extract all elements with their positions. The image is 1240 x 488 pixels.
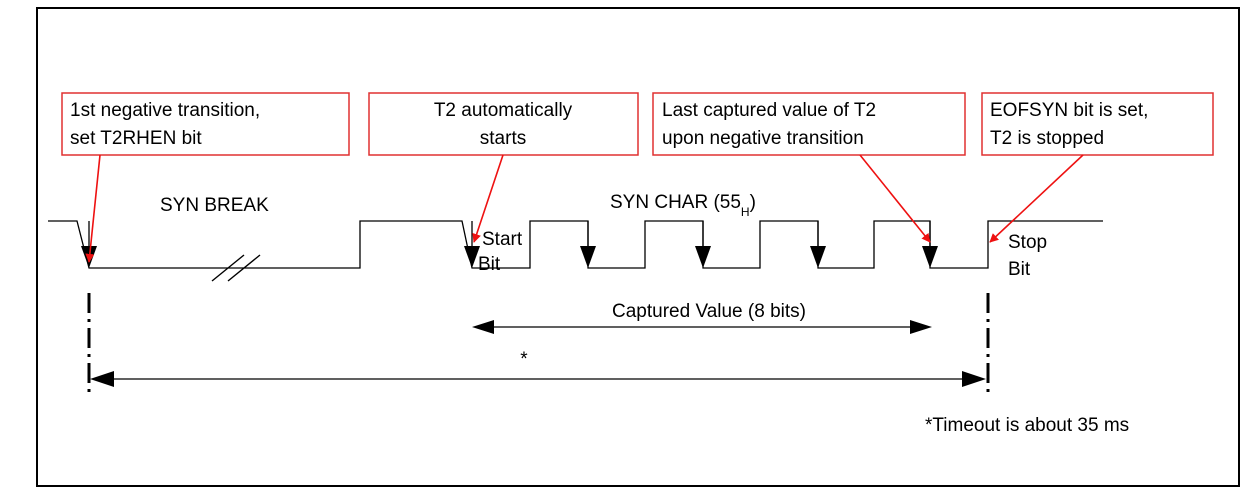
callout-last-captured: Last captured value of T2 upon negative … <box>652 92 966 156</box>
callout-box <box>61 92 350 156</box>
syn-char-close: ) <box>750 192 756 213</box>
captured-value-label: Captured Value (8 bits) <box>612 301 806 322</box>
callout-box <box>652 92 966 156</box>
break-mark <box>211 254 245 282</box>
transition-arrow-icon <box>810 246 826 268</box>
callout-eofsyn: EOFSYN bit is set, T2 is stopped <box>981 92 1214 156</box>
start-bit-label: Bit <box>478 254 501 275</box>
callout-arrow <box>989 154 1084 243</box>
callout-line: T2 is stopped <box>990 128 1104 149</box>
callout-t2-starts: T2 automatically starts <box>368 92 639 156</box>
arrow-right-icon <box>910 320 932 334</box>
callout-box <box>981 92 1214 156</box>
start-bit-label: Start <box>482 229 523 250</box>
timeout-marker: * <box>520 349 528 370</box>
callout-line: EOFSYN bit is set, <box>990 100 1148 121</box>
callout-line: starts <box>480 128 526 149</box>
callout-line: set T2RHEN bit <box>70 128 202 149</box>
timeout-note: *Timeout is about 35 ms <box>925 415 1129 436</box>
arrow-left-icon <box>90 371 114 387</box>
arrow-left-icon <box>472 320 494 334</box>
syn-char-text: SYN CHAR (55 <box>610 192 741 213</box>
stop-bit-label: Stop <box>1008 232 1047 253</box>
callout-line: T2 automatically <box>434 100 573 121</box>
callout-arrow <box>472 154 504 243</box>
arrow-right-icon <box>962 371 986 387</box>
callout-line: upon negative transition <box>662 128 864 149</box>
signal-waveform <box>48 220 1103 269</box>
stop-bit-label: Bit <box>1008 259 1031 280</box>
syn-break-label: SYN BREAK <box>160 195 269 216</box>
transition-arrow-icon <box>695 246 711 268</box>
callout-t2rhen: 1st negative transition, set T2RHEN bit <box>61 92 350 156</box>
callout-box <box>368 92 639 156</box>
callout-line: Last captured value of T2 <box>662 100 876 121</box>
syn-char-label: SYN CHAR (55H) <box>610 192 756 219</box>
diagram-frame <box>36 7 1240 487</box>
break-mark <box>227 254 261 282</box>
syn-char-subscript: H <box>741 205 750 219</box>
transition-arrow-icon <box>580 246 596 268</box>
callout-arrow <box>859 154 931 243</box>
callout-arrow <box>85 154 101 263</box>
transition-arrow-icon <box>464 246 480 268</box>
transition-arrow-icon <box>922 246 938 268</box>
callout-line: 1st negative transition, <box>70 100 260 121</box>
